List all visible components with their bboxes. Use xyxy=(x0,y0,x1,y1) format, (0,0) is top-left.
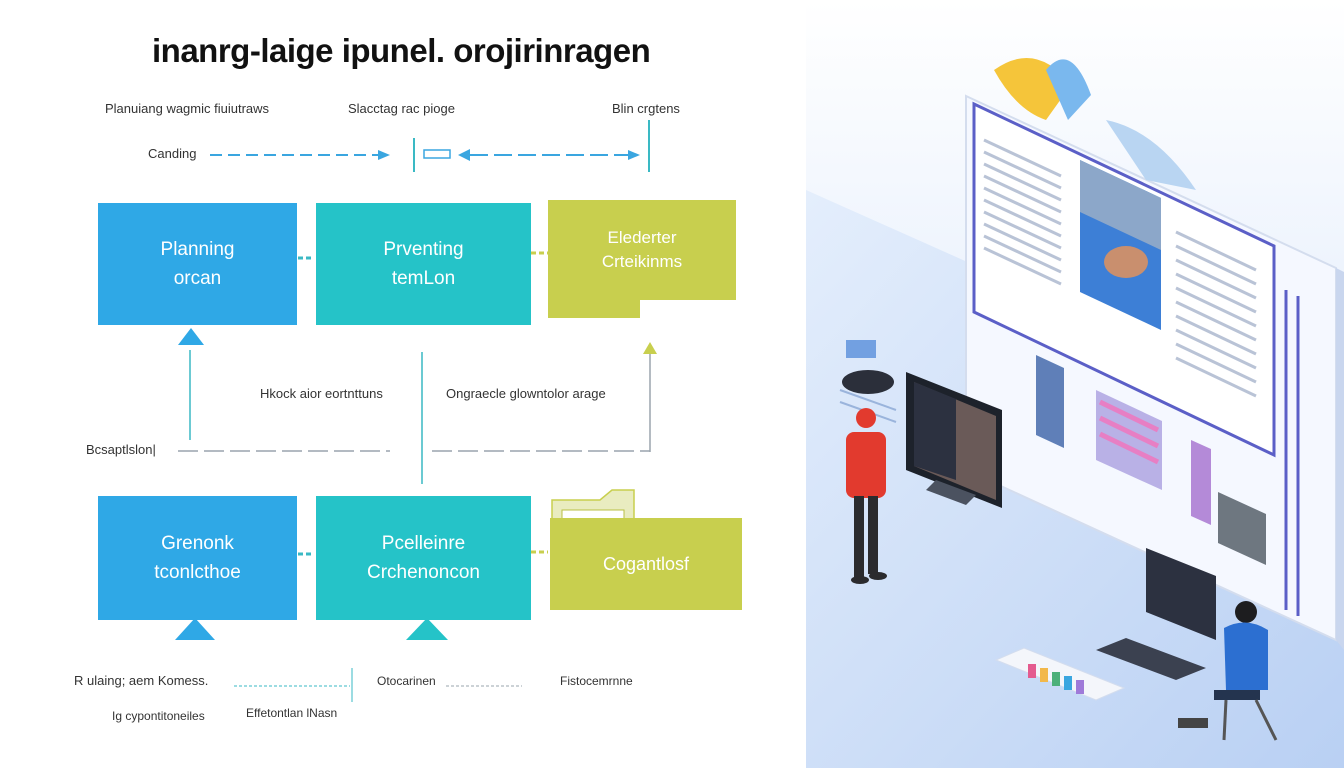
box-line1: Prventing xyxy=(383,239,464,260)
box-line1: Planning xyxy=(160,239,235,260)
box-line1: Pcelleinre xyxy=(381,533,466,554)
large-dashboard-panel xyxy=(965,94,1344,650)
bottom-label-4: Otocarinen xyxy=(377,674,436,688)
folder-tab xyxy=(548,294,640,318)
arrow-head xyxy=(628,150,640,160)
top-label-right: Blin crgtens xyxy=(612,101,680,116)
bottom-label-2: Ig cypontitoneiles xyxy=(112,709,205,723)
arrow-head xyxy=(406,618,448,640)
document-lines xyxy=(983,138,1257,398)
box-top-teal: Prventing temLon xyxy=(316,203,531,325)
chart-icon xyxy=(1028,664,1084,694)
monitor-icon xyxy=(906,372,1002,508)
box-line2: orcan xyxy=(173,268,222,289)
image-thumb xyxy=(1218,492,1266,565)
arrow-head xyxy=(378,150,390,160)
bottom-label-5: Fistocemrnne xyxy=(560,674,633,688)
arrow-head xyxy=(175,618,215,640)
person-icon xyxy=(846,408,887,584)
top-label-middle: Slacctag rac pioge xyxy=(348,101,455,116)
mid-label-right: Ongraecle glowntolor arage xyxy=(446,386,606,401)
box-bottom-blue: Grenonk tconlcthoe xyxy=(98,496,297,620)
isometric-illustration xyxy=(806,0,1344,768)
box-top-yellow: Elederter Crteikinms xyxy=(548,200,736,300)
mouse-device xyxy=(842,370,894,394)
box-line2: Crteikinms xyxy=(601,252,683,271)
diagram-connectors xyxy=(175,120,657,702)
widget-bar xyxy=(1036,355,1064,448)
box-line1: Cogantlosf xyxy=(602,553,690,574)
box-top-blue: Planning orcan xyxy=(98,203,297,325)
arrow-head xyxy=(643,342,657,354)
box-line2: temLon xyxy=(391,268,456,289)
floating-card xyxy=(846,340,876,358)
decor-shape xyxy=(1046,59,1091,120)
chart-widget xyxy=(1096,390,1162,490)
box-bottom-teal: Pcelleinre Crchenoncon xyxy=(316,496,531,620)
decor-shape xyxy=(1106,120,1196,190)
box-line1: Grenonk xyxy=(161,533,234,554)
bottom-label-1: R ulaing; aem Komess. xyxy=(74,673,209,688)
box-bottom-yellow: Cogantlosf xyxy=(550,518,742,610)
top-label-row: Canding xyxy=(148,146,197,161)
box-line1: Elederter xyxy=(607,228,677,247)
arrow-head xyxy=(458,149,470,161)
desk-workstation xyxy=(994,548,1216,701)
page-title: inanrg-laige ipunel. orojirinragen xyxy=(152,32,651,69)
connector-box xyxy=(423,149,451,159)
box-line2: tconlcthoe xyxy=(154,562,241,583)
bottom-label-3: Effetontlan lNasn xyxy=(246,706,338,720)
arrow-head xyxy=(178,328,204,345)
box-line2: Crchenoncon xyxy=(366,562,481,583)
mid-label-left: Hkock aior eortnttuns xyxy=(260,386,383,401)
top-label-left: Planuiang wagmic fiuiutraws xyxy=(105,101,270,116)
mid-label-side: Bcsaptlslon| xyxy=(86,442,156,457)
person-icon xyxy=(1178,601,1278,741)
